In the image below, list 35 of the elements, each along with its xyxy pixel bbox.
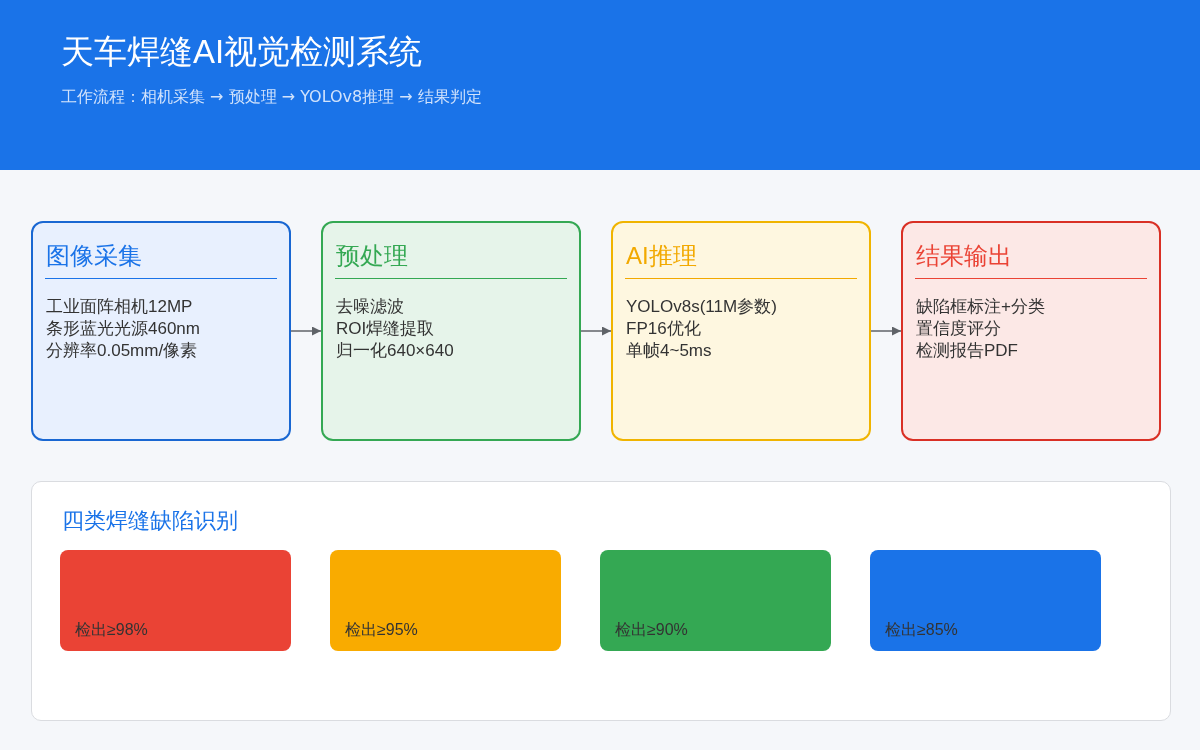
box-heading: 图像采集	[46, 241, 142, 271]
box-heading: 预处理	[336, 241, 408, 271]
box-heading: 结果输出	[916, 241, 1012, 271]
defect-card	[870, 550, 1101, 651]
box-text: 去噪滤波	[336, 296, 404, 318]
arrow	[870, 326, 902, 336]
panel-heading: 四类焊缝缺陷识别	[62, 507, 238, 535]
box-text: 检测报告PDF	[916, 340, 1018, 362]
arrow	[290, 326, 322, 336]
box-text: 条形蓝光光源460nm	[46, 318, 200, 340]
panel	[31, 481, 1171, 721]
process-box	[901, 221, 1161, 441]
box-text: FP16优化	[626, 318, 701, 340]
box-text: 分辨率0.05mm/像素	[46, 340, 198, 362]
process-box	[611, 221, 871, 441]
box-text: 缺陷框标注+分类	[916, 296, 1045, 318]
defect-card	[330, 550, 561, 651]
defect-card	[60, 550, 291, 651]
subtitle: 工作流程：相机采集 → 预处理 → YOLOv8推理 → 结果判定	[61, 86, 482, 108]
box-text: 工业面阵相机12MP	[46, 296, 193, 318]
title: 天车焊缝AI视觉检测系统	[61, 32, 423, 72]
detection-rate: 检出≥98%	[75, 620, 148, 640]
box-text: YOLOv8s(11M参数)	[626, 296, 777, 318]
arrow	[580, 326, 612, 336]
box-text: 归一化640×640	[336, 340, 454, 362]
detection-rate: 检出≥90%	[615, 620, 688, 640]
box-text: ROI焊缝提取	[336, 318, 435, 340]
detection-rate: 检出≥85%	[885, 620, 958, 640]
detection-rate: 检出≥95%	[345, 620, 418, 640]
process-box	[321, 221, 581, 441]
defect-card	[600, 550, 831, 651]
box-text: 单帧4~5ms	[626, 340, 712, 362]
box-heading: AI推理	[626, 241, 697, 271]
process-box	[31, 221, 291, 441]
box-text: 置信度评分	[916, 318, 1001, 340]
